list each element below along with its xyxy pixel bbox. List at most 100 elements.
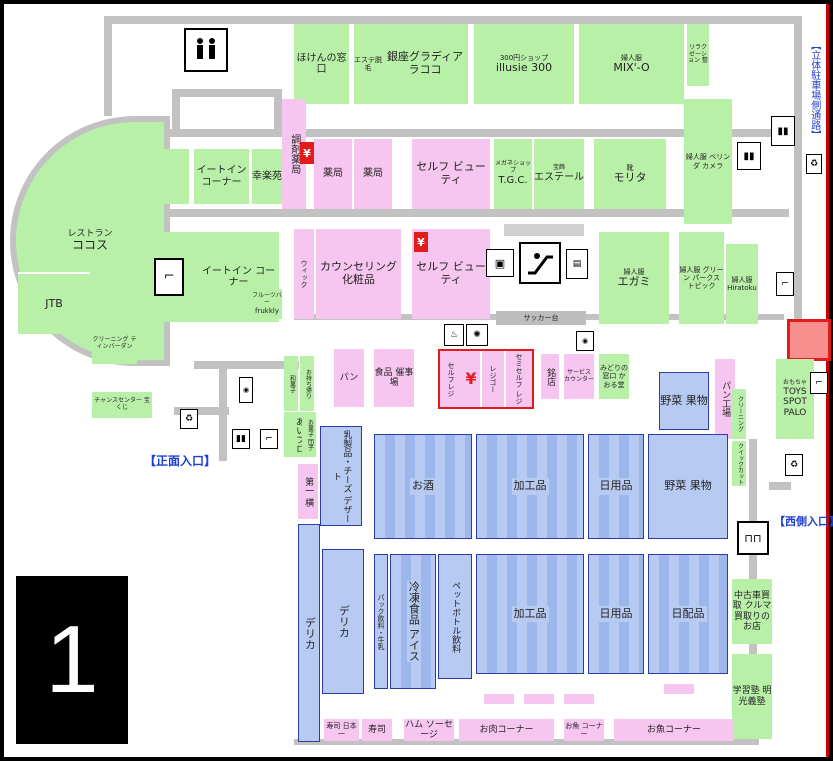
- nichiyou1-label: 日用品: [597, 478, 635, 495]
- regi: レジゴー: [482, 351, 504, 407]
- wall: [154, 129, 784, 137]
- sushi-store: 寿司: [362, 719, 392, 741]
- wall: [794, 16, 802, 321]
- yasai1-label: 野菜 果物: [660, 393, 708, 407]
- yasai1-section: 野菜 果物: [659, 372, 709, 430]
- hoseki-label: 宝飾: [552, 163, 565, 171]
- cleaning-label: クリーニング: [736, 396, 744, 432]
- dango-store: お菓子 団子: [302, 412, 316, 457]
- escalator-icon: [519, 242, 561, 284]
- hiratoku-label: 婦人服 Hiratoku: [727, 275, 757, 292]
- quickcut-store: クイックカット: [732, 441, 746, 486]
- esute-store: エステ脱毛: [354, 24, 382, 104]
- yen-marker: ¥: [300, 142, 314, 164]
- eatin1-store: イートイン コーナー: [194, 149, 249, 204]
- pack-section: パック飲料・牛乳: [374, 554, 388, 689]
- counseling-store: カウンセリング 化粧品: [316, 229, 401, 319]
- map-canvas: レストラン ココス JTB クリーニング ティンバーダン チャンスセンター 宝く…: [4, 4, 833, 757]
- eatin1-label: イートイン コーナー: [196, 165, 247, 188]
- greenparks-label: 婦人服 グリーン パークス トピック: [679, 265, 724, 291]
- illusie-label: illusie 300: [495, 60, 553, 74]
- kakou2-label: 加工品: [511, 605, 549, 623]
- nichihai-label: 日配品: [669, 605, 707, 623]
- nichiyou2-label: 日用品: [597, 605, 635, 623]
- kashi-label: 和菓子: [288, 374, 296, 393]
- niku-store: お肉コーナー: [459, 719, 554, 741]
- egami-store: 婦人服エガミ: [599, 232, 669, 324]
- west-entrance-label: 【西側入口】: [774, 514, 833, 528]
- pet-section: ペットボトル飲料: [438, 554, 472, 679]
- pink-spot: [484, 694, 514, 704]
- omochi-store: お持ち帰り: [300, 356, 314, 411]
- wall: [172, 89, 180, 134]
- stairs-icon: ⌐: [776, 272, 794, 296]
- kaorudo-label: みどりの窓口 かおる堂: [600, 364, 628, 389]
- current-location-marker: [787, 319, 831, 361]
- hiratoku-store: 婦人服 Hiratoku: [726, 244, 758, 324]
- esteel-store: 宝飾エステール: [534, 139, 584, 209]
- kouraku-label: 幸楽苑: [252, 170, 282, 182]
- jtb-store: JTB: [18, 272, 90, 334]
- kuruma-store: 中古車買取 クルマ 買取りの お店: [732, 579, 772, 644]
- kakou2-section: 加工品: [476, 554, 584, 674]
- ham-store: ハム ソーセージ: [404, 719, 454, 741]
- jtb-label: JTB: [45, 296, 63, 310]
- pan-store: パン: [334, 349, 364, 407]
- wall: [172, 89, 282, 97]
- floor-number: 1: [45, 605, 99, 713]
- wall: [149, 209, 789, 217]
- pink-spot: [524, 694, 554, 704]
- osake-section: お酒: [374, 434, 472, 539]
- frukkly-small-label: フルーツバー: [252, 292, 282, 306]
- floor-number-badge: 1: [16, 576, 128, 744]
- wall: [769, 482, 791, 490]
- morita-store: 靴モリタ: [594, 139, 666, 209]
- bellissima-label: 婦人服 ベリンダ カメラ: [685, 153, 731, 170]
- yen-marker: ¥: [414, 232, 428, 252]
- osake-label: お酒: [410, 478, 436, 495]
- recycle-icon: ♻: [180, 409, 198, 429]
- meiko-store: 学習塾 明光義塾: [732, 654, 772, 739]
- nichihai-section: 日配品: [648, 554, 728, 674]
- sushi-label: 寿司: [367, 724, 386, 735]
- pet-label: ペットボトル飲料: [450, 580, 461, 653]
- delica1-label: デリカ: [303, 616, 317, 650]
- delica2-section: デリカ: [322, 549, 364, 694]
- pink-spot: [564, 694, 594, 704]
- egami-small-label: 婦人服: [623, 267, 645, 276]
- wall: [104, 16, 112, 116]
- omochi-label: お持ち帰り: [304, 368, 312, 399]
- green-block: [154, 149, 189, 204]
- wall: [174, 407, 229, 415]
- dairy-section: 乳製品・チーズ デザート: [320, 426, 362, 526]
- panko-label: パン工場: [720, 381, 731, 417]
- semiself-label: セミセルフ レジ: [515, 353, 524, 405]
- niku-label: お肉コーナー: [479, 724, 534, 735]
- service-label: サービス カウンター: [564, 368, 594, 383]
- sakana-small-store: お魚 コーナー: [564, 719, 604, 741]
- pan-label: パン: [339, 372, 359, 383]
- dai1-store: 第一 横: [298, 464, 318, 519]
- ginza-store: 銀座グラディア ラココ: [382, 24, 468, 104]
- kashi-store: 和菓子: [284, 356, 298, 411]
- eatin2-label: イートイン コーナー: [201, 265, 276, 289]
- selfbeauty1-label: セルフ ビューティ: [416, 160, 486, 186]
- west-entrance[interactable]: 【西側入口】: [774, 512, 833, 532]
- yasai2-label: 野菜 果物: [664, 479, 712, 493]
- greenparks-store: 婦人服 グリーン パークス トピック: [679, 232, 724, 324]
- parking-entrance[interactable]: 【立体駐車場側通路】: [804, 30, 824, 150]
- counseling-label: カウンセリング 化粧品: [320, 260, 397, 286]
- front-entrance[interactable]: 【正面入口】: [140, 452, 220, 472]
- kakou1-label: 加工品: [511, 478, 549, 495]
- atm-icon: ▣: [486, 249, 514, 277]
- restroom-icon: [184, 28, 228, 72]
- service-counter: サービス カウンター: [564, 354, 594, 399]
- dryclean-label: クリーニング ティンバーダン: [92, 336, 137, 350]
- stairs-icon: ⌐: [260, 429, 278, 449]
- yakkyoku2-label: 薬局: [363, 168, 383, 180]
- delica1-section: デリカ: [298, 524, 320, 742]
